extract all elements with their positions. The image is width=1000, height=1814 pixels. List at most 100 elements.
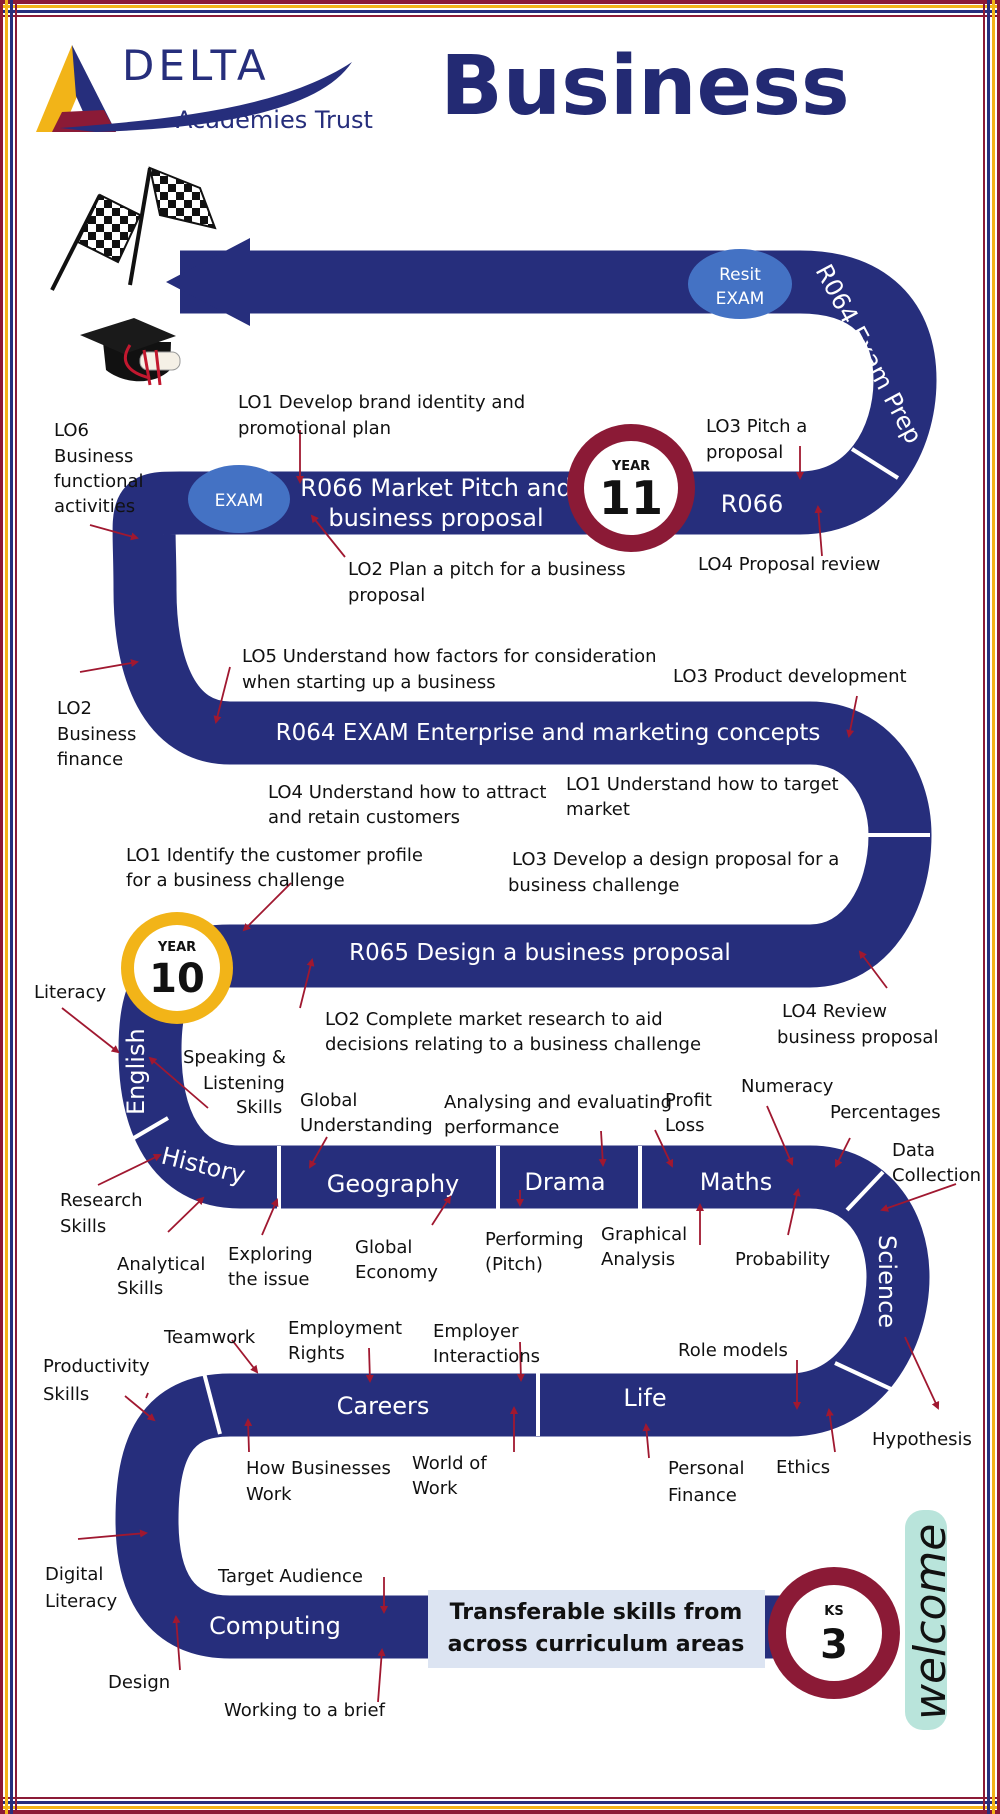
year11-number: 11: [599, 471, 663, 525]
label-lo3-pitch-1: LO3 Pitch a: [706, 416, 807, 437]
leader-arrows: [61, 430, 957, 1703]
label-lo4-review-1: LO4 Review: [782, 1001, 887, 1022]
label-lo1-target-2: market: [566, 799, 630, 820]
label-analytical-1: Analytical: [117, 1254, 205, 1275]
label-speaking-1: Speaking &: [183, 1047, 286, 1068]
label-lo1-identify-2: for a business challenge: [126, 870, 345, 891]
logo-trust-text: Academies Trust: [176, 106, 373, 134]
segment-drama: Drama: [524, 1168, 605, 1196]
label-global-economy-1: Global: [355, 1237, 412, 1258]
label-lo2-research-1: LO2 Complete market research to aid: [325, 1009, 663, 1030]
label-research-2: Skills: [60, 1216, 106, 1237]
label-speaking-2: Listening: [203, 1073, 285, 1094]
label-teamwork: Teamwork: [163, 1327, 256, 1348]
label-lo3-design-1: LO3 Develop a design proposal for a: [512, 849, 839, 870]
segment-life: Life: [623, 1384, 666, 1412]
label-lo2-plan-1: LO2 Plan a pitch for a business: [348, 559, 626, 580]
segment-computing: Computing: [209, 1612, 341, 1640]
delta-logo: DELTA Academies Trust: [36, 41, 373, 134]
label-employer-1: Employer: [433, 1321, 519, 1342]
ks3-number: 3: [820, 1622, 848, 1668]
label-productivity-2: Skills: [43, 1384, 89, 1405]
welcome-text: welcome: [905, 1524, 956, 1720]
ks3-milestone: KS 3: [768, 1567, 900, 1699]
exam-badge: EXAM: [188, 465, 290, 533]
welcome-decoration: welcome: [905, 1510, 956, 1730]
segment-r066-short: R066: [721, 490, 783, 518]
label-role-models: Role models: [678, 1340, 788, 1361]
label-literacy: Literacy: [34, 982, 106, 1003]
label-lo2-finance-2: Business: [57, 724, 136, 745]
label-lo4-review-2: business proposal: [777, 1027, 938, 1048]
year10-label: YEAR: [157, 940, 196, 955]
label-ethics: Ethics: [776, 1457, 830, 1478]
label-exploring-1: Exploring: [228, 1244, 313, 1265]
exam-badge-text: EXAM: [215, 491, 264, 511]
label-employment-1: Employment: [288, 1318, 402, 1339]
label-target-audience: Target Audience: [217, 1566, 363, 1587]
label-analysing-2: performance: [444, 1117, 559, 1138]
label-personal-finance-1: Personal: [668, 1458, 745, 1479]
label-world-of-work-1: World of: [412, 1453, 487, 1474]
skill-labels: LO1 Develop brand identity and promotion…: [34, 392, 981, 1721]
label-data-collection-2: Collection: [892, 1165, 981, 1186]
resit-exam-badge: Resit EXAM: [688, 249, 792, 319]
label-digital-literacy-2: Literacy: [45, 1591, 117, 1612]
checkered-flags-icon: [50, 166, 217, 291]
transferable-line1: Transferable skills from: [450, 1600, 743, 1625]
label-lo6-4: activities: [54, 496, 135, 517]
year10-number: 10: [149, 956, 205, 1002]
label-research-1: Research: [60, 1190, 143, 1211]
label-employer-2: Interactions: [433, 1346, 540, 1367]
label-lo1-target-1: LO1 Understand how to target: [566, 774, 839, 795]
label-lo1-brand-2: promotional plan: [238, 418, 391, 439]
label-lo2-research-2: decisions relating to a business challen…: [325, 1034, 701, 1055]
label-lo4-proposal-review: LO4 Proposal review: [698, 554, 880, 575]
segment-maths: Maths: [700, 1168, 773, 1196]
year11-milestone: YEAR 11: [567, 424, 695, 552]
label-global-understanding-1: Global: [300, 1090, 357, 1111]
label-lo6-3: functional: [54, 471, 144, 492]
label-lo6-1: LO6: [54, 420, 89, 441]
label-probability: Probability: [735, 1249, 830, 1270]
transferable-line2: across curriculum areas: [448, 1632, 745, 1657]
label-lo4-attract-1: LO4 Understand how to attract: [268, 782, 546, 803]
label-exploring-2: the issue: [228, 1269, 310, 1290]
label-graphical-2: Analysis: [601, 1249, 675, 1270]
label-numeracy: Numeracy: [741, 1076, 834, 1097]
label-performing-2: (Pitch): [485, 1254, 543, 1275]
label-global-understanding-2: Understanding: [300, 1115, 433, 1136]
label-digital-literacy-1: Digital: [45, 1564, 103, 1585]
label-graphical-1: Graphical: [601, 1224, 687, 1245]
label-how-businesses-2: Work: [246, 1484, 292, 1505]
label-lo3-pitch-2: proposal: [706, 442, 783, 463]
label-design: Design: [108, 1672, 170, 1693]
label-how-businesses-1: How Businesses: [246, 1458, 391, 1479]
year11-label: YEAR: [611, 459, 650, 474]
label-data-collection-1: Data: [892, 1140, 935, 1161]
segment-english: English: [122, 1028, 150, 1115]
label-hypothesis: Hypothesis: [872, 1429, 972, 1450]
label-employment-2: Rights: [288, 1343, 345, 1364]
label-lo2-finance-3: finance: [57, 749, 123, 770]
label-world-of-work-2: Work: [412, 1478, 458, 1499]
resit-exam-line1: Resit: [719, 265, 761, 285]
label-lo1-brand-1: LO1 Develop brand identity and: [238, 392, 525, 413]
road: [112, 238, 937, 1659]
label-lo2-finance-1: LO2: [57, 698, 92, 719]
year10-milestone: YEAR 10: [121, 912, 233, 1024]
segment-r064-exam: R064 EXAM Enterprise and marketing conce…: [276, 720, 821, 746]
label-lo5-1: LO5 Understand how factors for considera…: [242, 646, 657, 667]
label-loss: Loss: [665, 1115, 704, 1136]
label-lo2-plan-2: proposal: [348, 585, 425, 606]
segment-r065: R065 Design a business proposal: [349, 940, 731, 966]
label-lo6-2: Business: [54, 446, 133, 467]
segment-science: Science: [873, 1235, 901, 1328]
graduation-cap-icon: [80, 318, 181, 386]
logo-delta-text: DELTA: [122, 41, 270, 90]
label-lo3-product: LO3 Product development: [673, 666, 907, 687]
label-personal-finance-2: Finance: [668, 1485, 737, 1506]
ks3-label: KS: [824, 1604, 843, 1619]
